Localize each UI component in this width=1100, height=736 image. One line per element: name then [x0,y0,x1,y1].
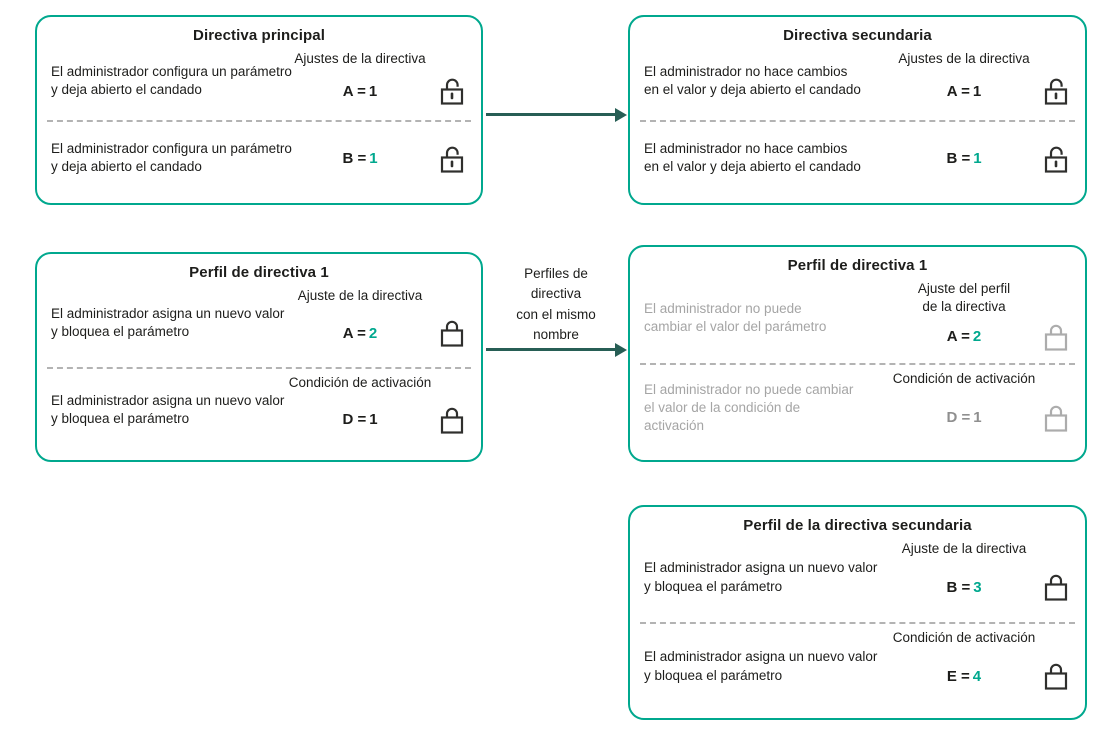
box-secondary-policy: Directiva secundaria Ajustes de la direc… [628,15,1087,205]
open-lock-icon [1043,144,1073,174]
param-name: A = [342,82,366,100]
setting-description: El administrador no hace cambios en el v… [644,64,861,98]
policy-setting-row: El administrador no hace cambios en el v… [630,123,1085,196]
setting-description: El administrador configura un parámetro … [51,140,292,174]
param-name: E = [946,667,970,685]
param-value: 1 [368,82,378,100]
box-title: Directiva principal [193,27,325,44]
policy-setting-row: Ajuste de la directiva El administrador … [630,536,1085,621]
section-divider [640,622,1075,624]
policy-setting-row: Ajustes de la directiva El administrador… [630,46,1085,119]
param-value: 3 [973,578,982,596]
setting-description: El administrador asigna un nuevo valor y… [644,649,878,683]
section-divider [640,119,1075,122]
setting-description: El administrador configura un parámetro … [51,64,292,98]
closed-lock-icon [1043,322,1073,352]
section-label: Ajustes de la directiva [294,51,426,66]
setting-value: A =2 [947,328,982,345]
box-main-policy: Directiva principal Ajustes de la direct… [35,15,483,205]
box-secondary-policy-profile: Perfil de la directiva secundaria Ajuste… [628,505,1087,720]
box-policy-profile-1-secondary: Perfil de directiva 1 Ajuste del perfil … [628,245,1087,462]
closed-lock-icon [1043,661,1073,691]
param-name: B = [946,578,971,596]
policy-setting-row: Condición de activación El administrador… [630,366,1085,452]
setting-value: A =1 [947,83,982,100]
param-value: 1 [973,409,982,427]
policy-setting-row: Ajuste del perfil de la directiva El adm… [630,276,1085,362]
section-label: Condición de activación [892,630,1036,645]
setting-value: E =4 [947,668,981,685]
inheritance-arrow-top [486,107,627,122]
closed-lock-icon [1043,403,1073,433]
policy-setting-row: El administrador configura un parámetro … [37,123,481,196]
box-policy-profile-1: Perfil de directiva 1 Ajuste de la direc… [35,252,483,462]
setting-value: A =2 [343,325,378,342]
policy-setting-row: Condición de activación El administrador… [37,370,481,453]
param-name: B = [342,150,367,168]
setting-description: El administrador asigna un nuevo valor y… [51,306,285,340]
setting-description: El administrador asigna un nuevo valor y… [644,560,878,594]
box-title: Perfil de la directiva secundaria [743,517,972,534]
box-title: Perfil de directiva 1 [189,264,329,281]
setting-description: El administrador no puede cambiar el val… [644,381,854,434]
policy-setting-row: Ajustes de la directiva El administrador… [37,46,481,119]
section-divider [47,119,471,122]
open-lock-icon [1043,76,1073,106]
setting-value: A =1 [343,83,378,100]
param-value: 1 [369,150,378,168]
param-value: 1 [973,150,982,168]
closed-lock-icon [439,405,469,435]
setting-value: D =1 [342,411,377,428]
param-name: B = [946,150,971,168]
box-title: Perfil de directiva 1 [787,257,928,274]
setting-description: El administrador asigna un nuevo valor y… [51,392,285,426]
section-label: Ajuste de la directiva [901,541,1027,556]
param-value: 4 [972,667,982,685]
param-name: D = [946,409,971,427]
setting-description: El administrador no hace cambios en el v… [644,140,861,174]
box-title: Directiva secundaria [783,27,932,44]
setting-description: El administrador no puede cambiar el val… [644,300,827,334]
arrow-label: Perfiles de directiva con el mismo nombr… [516,266,596,342]
section-label: Condición de activación [892,371,1036,386]
param-value: 1 [369,411,378,429]
section-divider [640,363,1075,365]
param-name: D = [342,411,367,429]
param-name: A = [342,324,366,342]
setting-value: B =3 [946,579,981,596]
param-name: A = [946,328,970,346]
param-name: A = [946,82,970,100]
param-value: 2 [368,324,378,342]
policy-setting-row: Ajuste de la directiva El administrador … [37,283,481,366]
setting-value: B =1 [946,150,981,167]
param-value: 1 [972,82,982,100]
section-label: Condición de activación [288,374,432,390]
section-label: Ajuste de la directiva [297,288,423,303]
policy-setting-row: Condición de activación El administrador… [630,625,1085,710]
param-value: 2 [972,328,982,346]
open-lock-icon [439,76,469,106]
open-lock-icon [439,144,469,174]
section-label: Ajuste del perfil de la directiva [917,281,1011,314]
setting-value: B =1 [342,150,377,167]
setting-value: D =1 [946,409,981,426]
inheritance-arrow-middle [486,342,627,357]
section-divider [47,366,471,369]
section-label: Ajustes de la directiva [898,51,1030,66]
closed-lock-icon [439,318,469,348]
closed-lock-icon [1043,572,1073,602]
